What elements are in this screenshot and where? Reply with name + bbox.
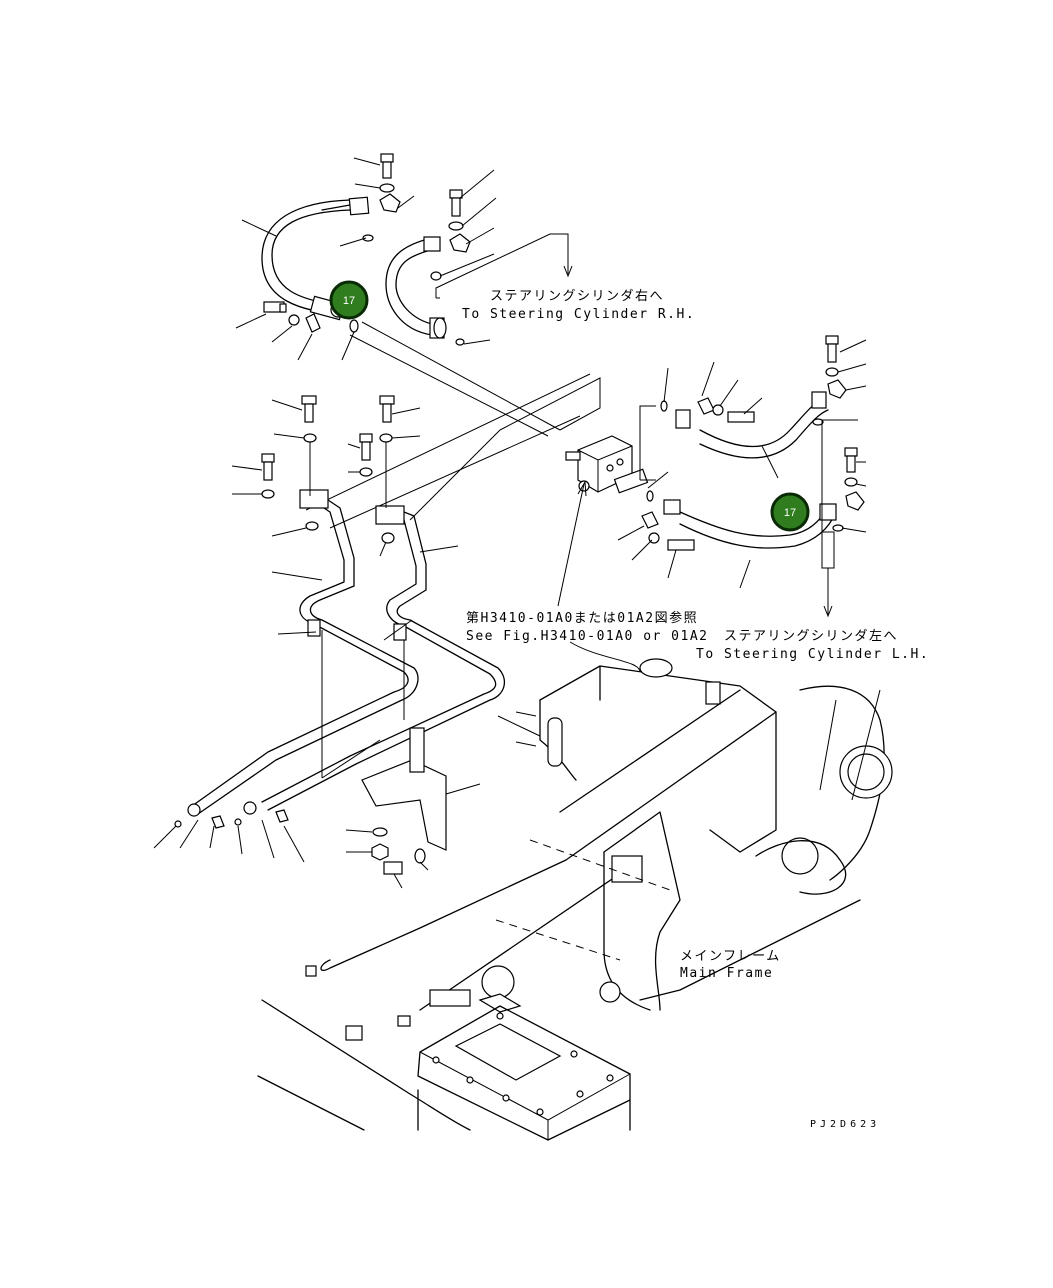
lh-label-en: To Steering Cylinder L.H. xyxy=(696,647,929,662)
lh-hose-assembly xyxy=(663,391,837,549)
tube-fastener-set xyxy=(174,395,395,829)
callout-17-rh[interactable]: 17 xyxy=(329,280,369,320)
reference-leader xyxy=(557,480,641,673)
routing-lines xyxy=(305,321,601,529)
callout-17-lh[interactable]: 17 xyxy=(770,492,810,532)
lh-leader-lines xyxy=(617,339,867,589)
lh-label-jp: ステアリングシリンダ左へ xyxy=(724,629,898,644)
rh-leader-lines xyxy=(235,157,497,361)
callout-17-lh-number: 17 xyxy=(784,507,796,519)
reference-label-en: See Fig.H3410-01A0 or 01A2 xyxy=(466,629,709,644)
main-frame-body xyxy=(305,658,893,1041)
lower-deck xyxy=(257,999,631,1141)
rh-hose-assembly xyxy=(261,196,447,339)
rigid-tube-assembly xyxy=(187,489,506,817)
main-frame-label-en: Main Frame xyxy=(680,966,773,981)
tube-leader-lines xyxy=(153,399,459,863)
main-frame-label-jp: メインフレーム xyxy=(680,949,781,964)
rh-label-en: To Steering Cylinder R.H. xyxy=(462,307,695,322)
callout-17-rh-number: 17 xyxy=(343,295,355,307)
reference-label-jp: 第H3410-01A0または01A2図参照 xyxy=(466,610,698,626)
drawing-code: PJ2D623 xyxy=(810,1119,880,1130)
rh-label-jp: ステアリングシリンダ右へ xyxy=(490,289,664,304)
rh-fastener-set xyxy=(263,153,471,346)
mount-bracket xyxy=(321,630,481,889)
rh-direction-bracket xyxy=(435,233,573,299)
lh-direction-bracket xyxy=(639,405,835,618)
valve-block xyxy=(565,435,649,494)
